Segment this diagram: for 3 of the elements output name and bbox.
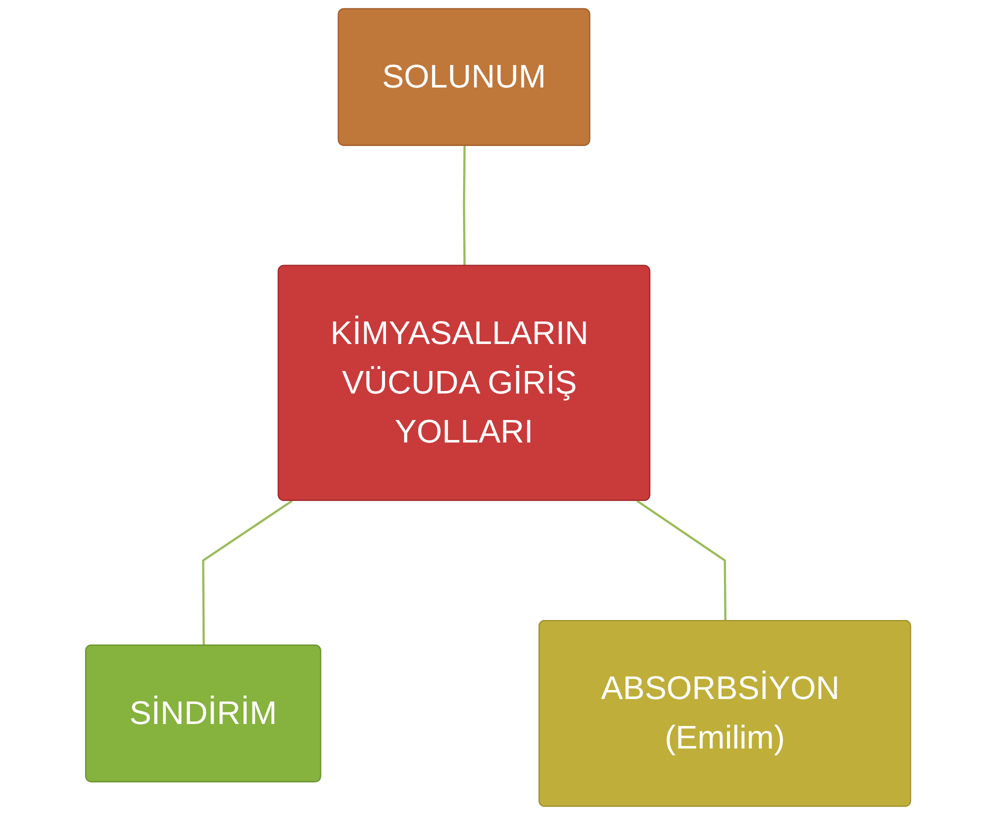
connector [463, 146, 466, 266]
connector [636, 500, 727, 622]
connector [202, 500, 293, 646]
